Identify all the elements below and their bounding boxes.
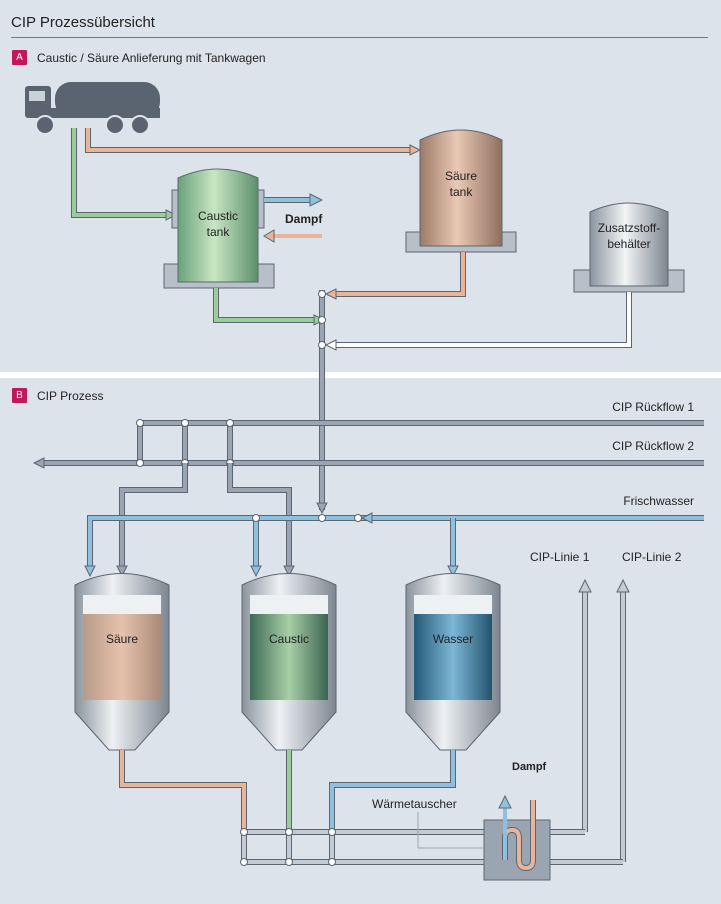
vessel-acid xyxy=(74,573,170,751)
additive-tank xyxy=(573,202,685,293)
acid-tank xyxy=(405,129,517,253)
title-divider xyxy=(11,37,708,38)
tanker-truck-icon xyxy=(25,82,160,135)
additive-tank-label-1: Zusatzstoff- xyxy=(598,221,660,235)
section-b-title: CIP Prozess xyxy=(37,389,104,403)
caustic-tank xyxy=(163,168,275,289)
section-b-badge: B xyxy=(12,388,27,403)
acid-tank-label-1: Säure xyxy=(445,169,477,183)
cip-return-1-label: CIP Rückflow 1 xyxy=(612,400,694,414)
caustic-tank-label-2: tank xyxy=(207,225,231,239)
acid-tank-label-2: tank xyxy=(450,185,474,199)
fresh-water-label: Frischwasser xyxy=(623,494,694,508)
vessel-caustic-label: Caustic xyxy=(269,632,309,646)
vessel-acid-label: Säure xyxy=(106,632,138,646)
vessel-water-label: Wasser xyxy=(433,632,473,646)
vessel-water xyxy=(405,573,501,751)
steam-label-top: Dampf xyxy=(285,212,323,226)
cip-line-2-label: CIP-Linie 2 xyxy=(622,550,682,564)
vessel-caustic xyxy=(241,573,337,751)
heat-exchanger-label: Wärmetauscher xyxy=(372,797,457,811)
caustic-tank-label-1: Caustic xyxy=(198,209,238,223)
section-a-title: Caustic / Säure Anlieferung mit Tankwage… xyxy=(37,51,266,65)
section-a-badge: A xyxy=(12,50,27,65)
additive-tank-label-2: behälter xyxy=(607,237,650,251)
steam-label-bottom: Dampf xyxy=(512,761,547,773)
heat-exchanger xyxy=(483,794,551,881)
cip-return-2-label: CIP Rückflow 2 xyxy=(612,439,694,453)
page-title: CIP Prozessübersicht xyxy=(11,14,155,31)
section-divider xyxy=(0,372,721,378)
cip-line-1-label: CIP-Linie 1 xyxy=(530,550,590,564)
